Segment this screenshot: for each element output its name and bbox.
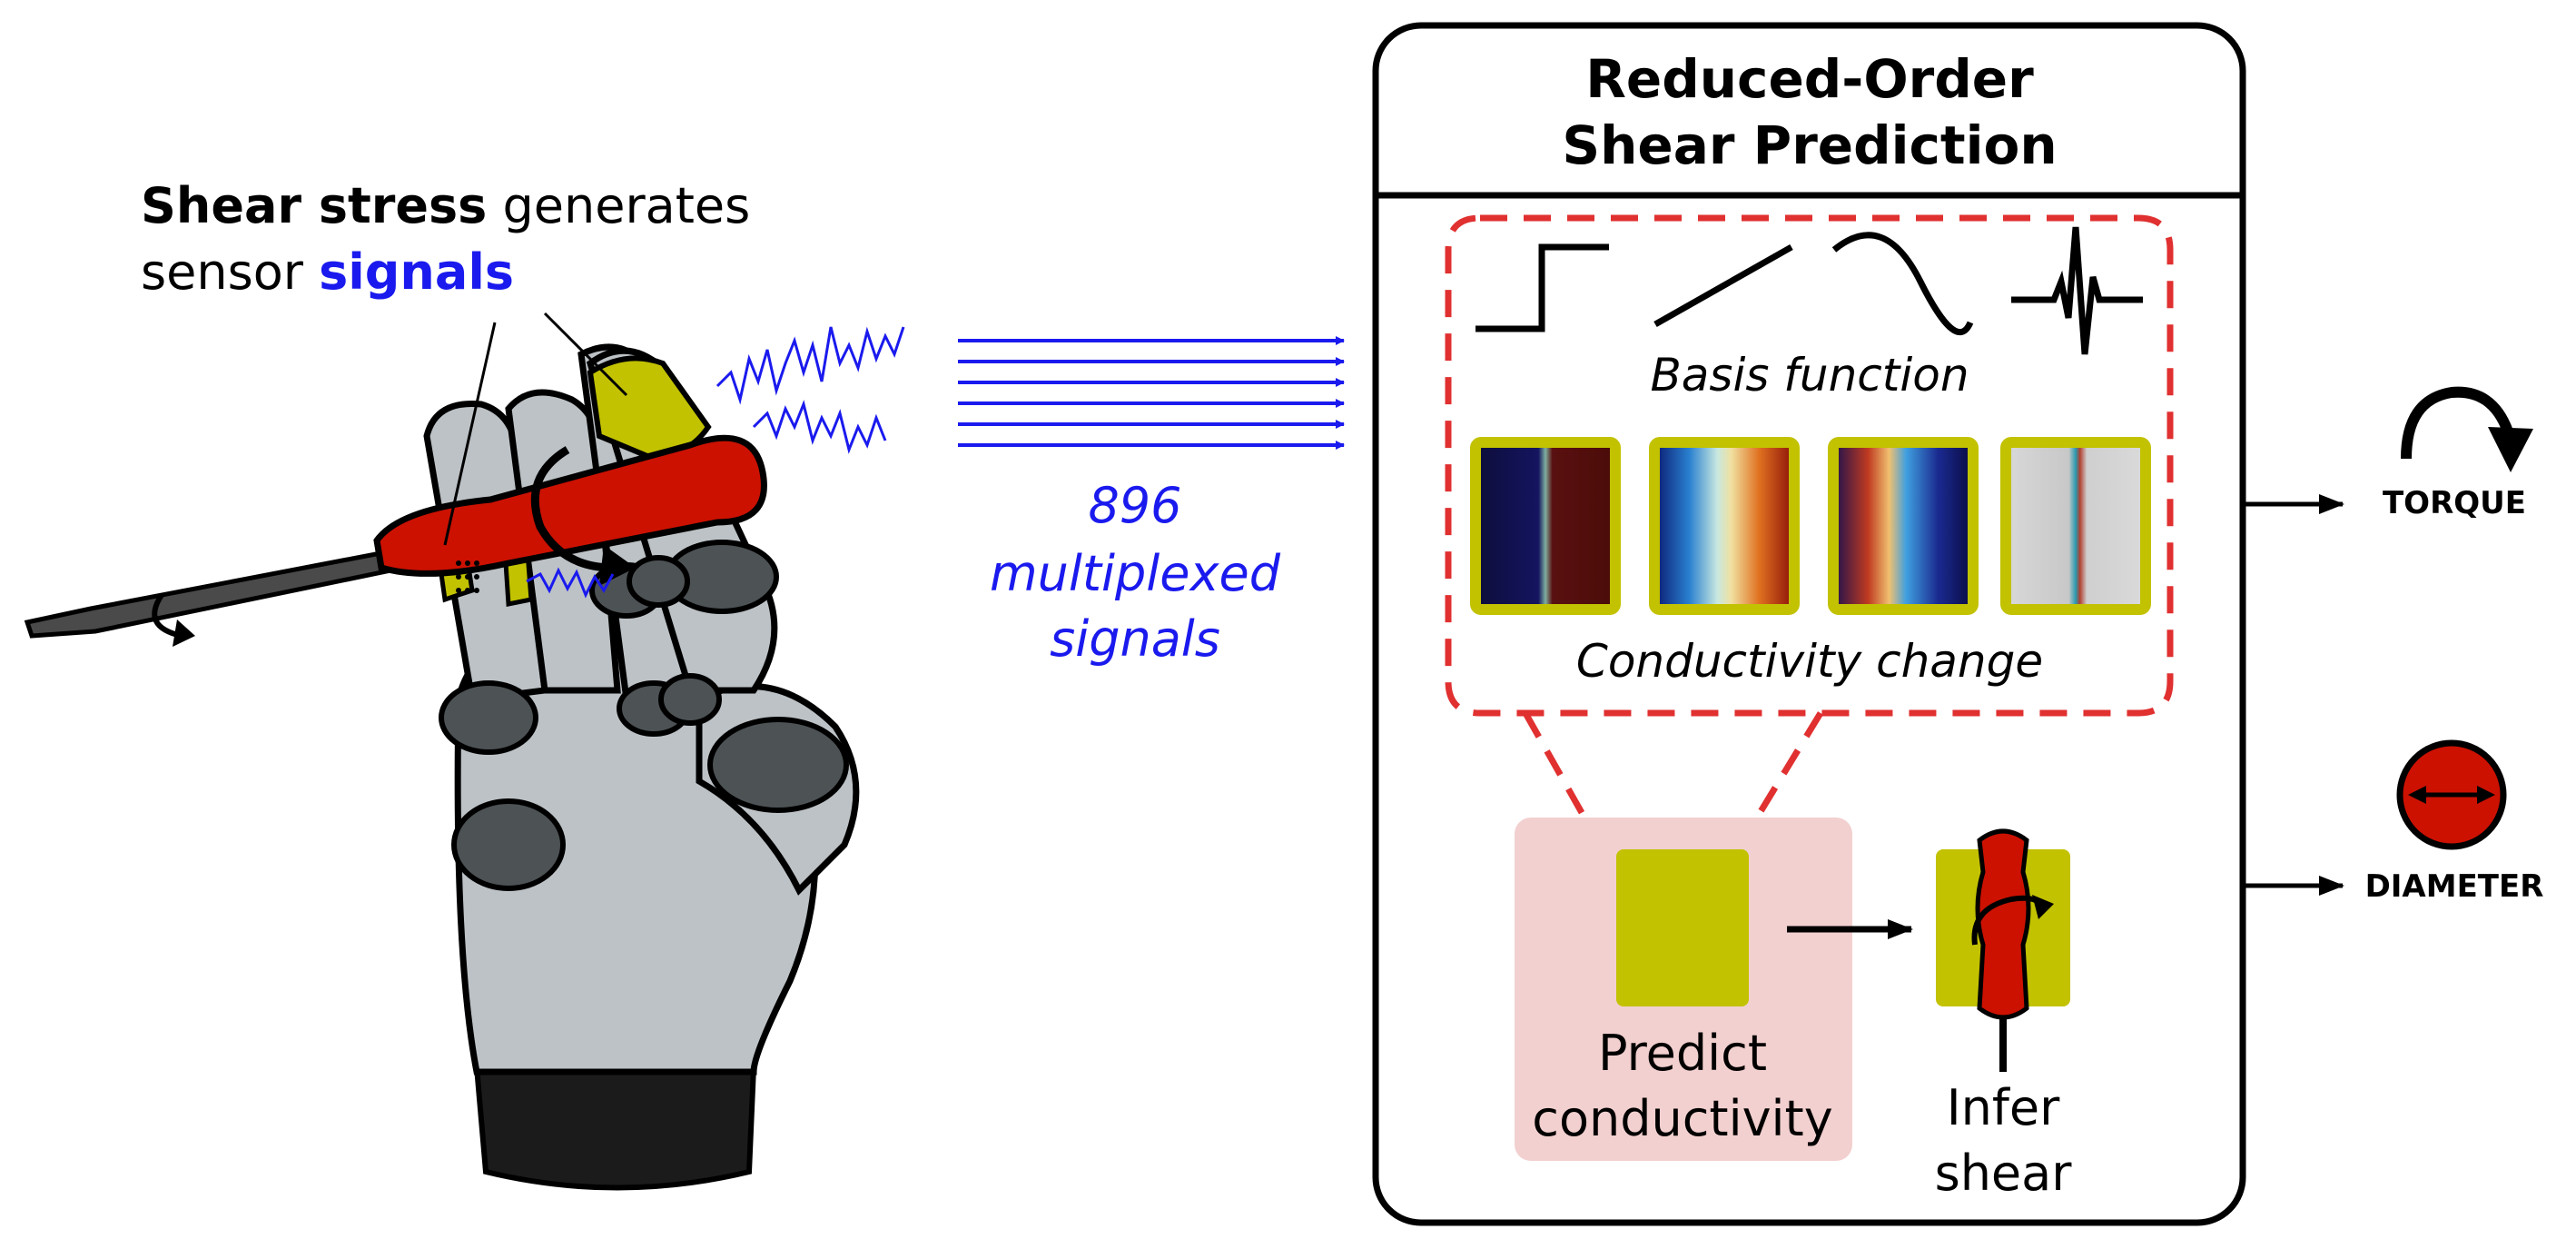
step-function-icon	[1476, 243, 1609, 332]
conductivity-maps	[1470, 437, 2151, 615]
basis-function-label: Basis function	[1650, 349, 1969, 401]
conductivity-map-4	[2000, 437, 2151, 615]
robot-hand-icon	[24, 312, 860, 1191]
wavelet-function-icon	[2011, 226, 2143, 355]
conductivity-block-icon	[1616, 849, 1749, 1006]
caption-rest-text: generates	[487, 177, 750, 234]
multiplexed-signal-arrows	[958, 336, 1345, 450]
basis-callout-border	[1445, 214, 2174, 717]
sensor-signals-caption: sensor signals	[141, 243, 514, 301]
model-title-line1: Reduced-Order	[1585, 48, 2034, 110]
caption-signals-text: signals	[319, 243, 514, 301]
sine-function-icon	[1831, 232, 1974, 336]
callout-connector-left	[1522, 711, 1588, 819]
predict-label-line1: Predict	[1598, 1025, 1767, 1082]
conductivity-map-2	[1649, 437, 1800, 615]
sensor-signal-traces	[526, 326, 905, 599]
model-title-line2: Shear Prediction	[1562, 114, 2057, 176]
signals-count-number: 896	[1088, 477, 1181, 534]
conductivity-change-label: Conductivity change	[1576, 635, 2043, 688]
shear-stress-caption: Shear stress generates	[141, 177, 750, 234]
infer-label-line1: Infer	[1947, 1079, 2060, 1136]
basis-function-icons	[1476, 226, 2143, 355]
caption-bold-text: Shear stress	[141, 177, 487, 234]
conductivity-map-1	[1470, 437, 1621, 615]
caption-sensor-text: sensor	[141, 243, 319, 301]
diameter-label: DIAMETER	[2365, 868, 2544, 905]
infer-label-line2: shear	[1935, 1145, 2073, 1202]
conductivity-map-3	[1828, 437, 1979, 615]
torque-output: TORQUE	[2243, 386, 2533, 521]
reduced-order-model-box: Reduced-Order Shear Prediction Basis fun…	[1372, 22, 2246, 1226]
diameter-output: DIAMETER	[2243, 739, 2544, 905]
torque-label: TORQUE	[2383, 485, 2526, 521]
signals-count-word1: multiplexed	[990, 545, 1281, 602]
predict-label-line2: conductivity	[1532, 1090, 1832, 1147]
signals-count-word2: signals	[1050, 610, 1220, 668]
linear-function-icon	[1653, 243, 1793, 328]
torque-arrow-icon	[2401, 386, 2513, 460]
callout-connector-right	[1754, 711, 1823, 819]
signals-count-label: 896 multiplexed signals	[990, 477, 1281, 668]
screwdriver-icon	[1936, 828, 2070, 1072]
